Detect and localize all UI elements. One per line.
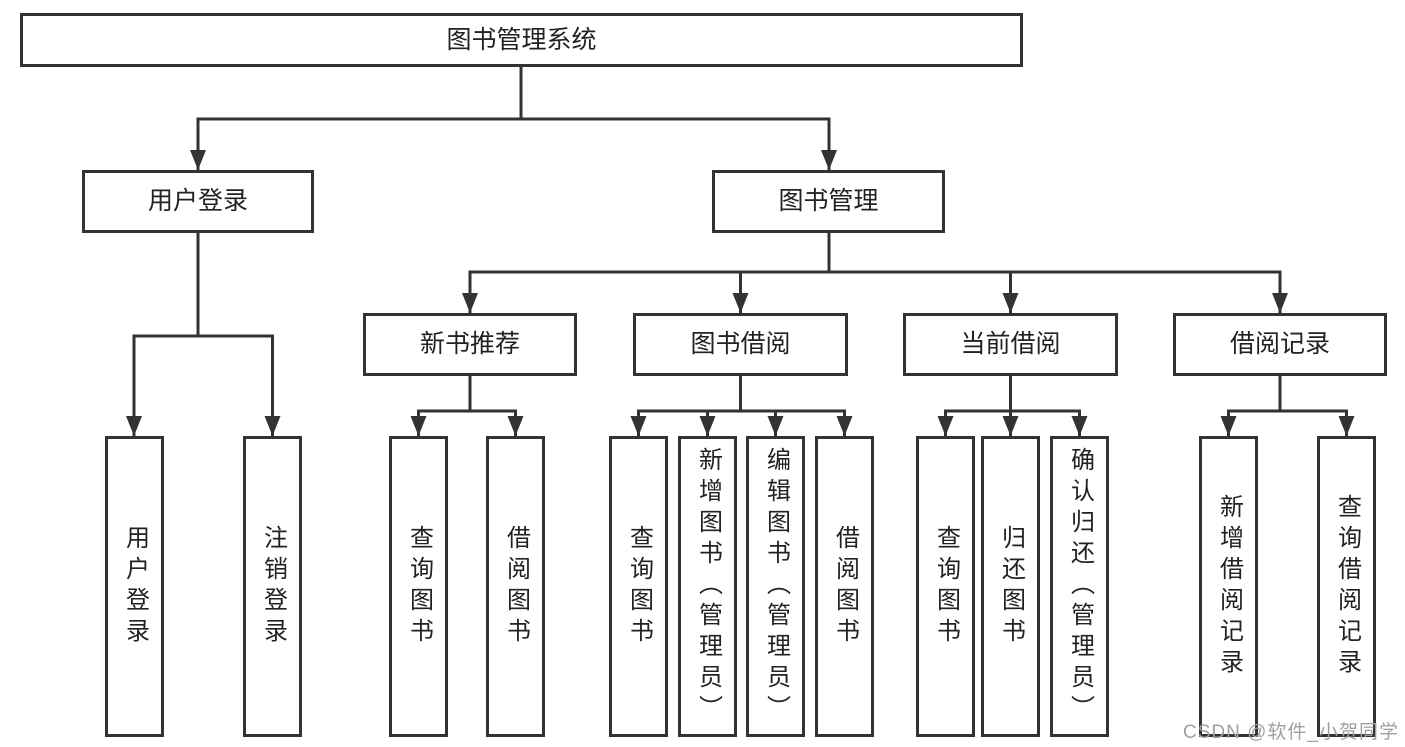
leaf-query-books-recommend: 查询图书 <box>389 436 448 737</box>
leaf-query-books-current: 查询图书 <box>916 436 975 737</box>
csdn-watermark: CSDN @软件_小贺同学 <box>1183 722 1399 743</box>
leaf-user-login: 用户登录 <box>105 436 164 737</box>
leaf-add-books-admin: 新增图书（管理员） <box>678 436 737 737</box>
leaf-query-borrow-record: 查询借阅记录 <box>1317 436 1376 737</box>
leaf-edit-books-admin: 编辑图书（管理员） <box>746 436 805 737</box>
leaf-borrow-books: 借阅图书 <box>815 436 874 737</box>
node-current-borrowing: 当前借阅 <box>903 313 1118 376</box>
leaf-confirm-return-admin: 确认归还（管理员） <box>1050 436 1109 737</box>
node-borrowing-records: 借阅记录 <box>1173 313 1387 376</box>
node-user-login: 用户登录 <box>82 170 314 233</box>
leaf-borrow-books-recommend: 借阅图书 <box>486 436 545 737</box>
leaf-add-borrow-record: 新增借阅记录 <box>1199 436 1258 737</box>
node-book-borrowing: 图书借阅 <box>633 313 848 376</box>
node-new-book-recommendation: 新书推荐 <box>363 313 577 376</box>
node-book-management: 图书管理 <box>712 170 945 233</box>
leaf-query-books-borrow: 查询图书 <box>609 436 668 737</box>
node-library-system: 图书管理系统 <box>20 13 1023 67</box>
leaf-logout: 注销登录 <box>243 436 302 737</box>
leaf-return-books: 归还图书 <box>981 436 1040 737</box>
